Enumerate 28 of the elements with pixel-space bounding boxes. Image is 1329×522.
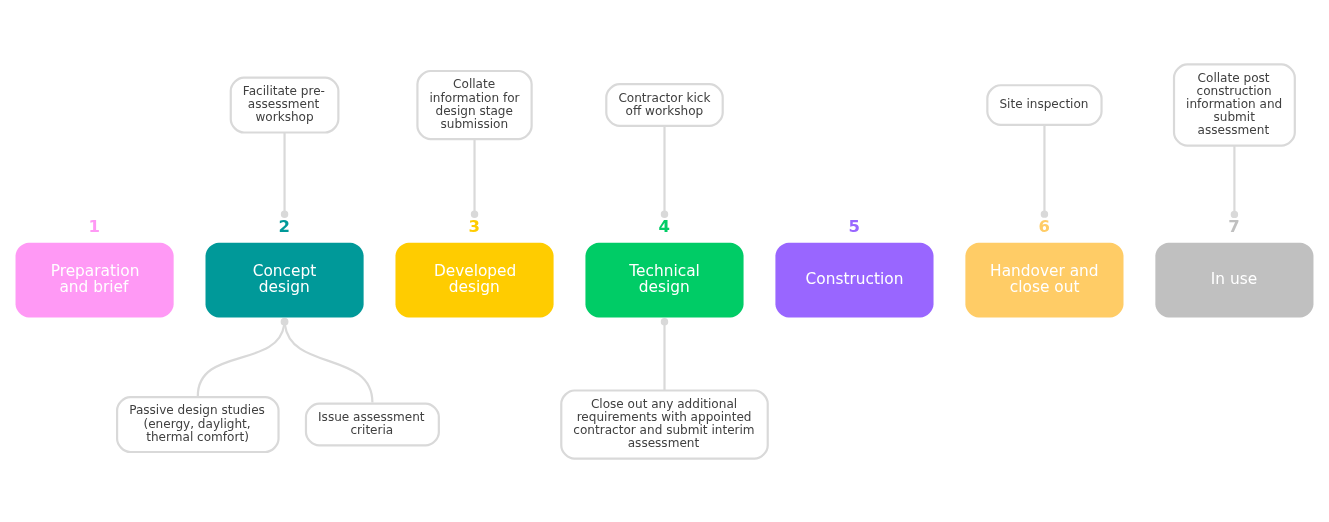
node-box: Construction <box>775 242 934 317</box>
connector <box>660 125 669 218</box>
node-box: Developed design <box>395 242 554 317</box>
node-label: 2 <box>278 216 290 236</box>
node-box: In use <box>1155 242 1314 317</box>
node-box: Close out any additional requirements with appointed contractor and submit interim assessment <box>560 388 769 460</box>
connector <box>280 132 289 218</box>
node-box: Passive design studies (energy, daylight, thermal comfort) <box>116 395 280 453</box>
node-label: 6 <box>1038 216 1050 236</box>
node-box: Contractor kick off workshop <box>605 82 724 127</box>
connector <box>1040 124 1049 218</box>
node-label: 7 <box>1228 216 1240 236</box>
node-box: Site inspection <box>986 83 1103 126</box>
node-box: Preparation and brief <box>15 242 174 317</box>
node-label: 5 <box>848 216 860 236</box>
node-box: Technical design <box>585 242 744 317</box>
node-box: Facilitate pre-assessment workshop <box>229 75 340 134</box>
node-label: 3 <box>468 216 480 236</box>
node-box: Concept design <box>205 242 364 317</box>
node-box: Collate information for design stage submission <box>416 69 533 140</box>
node-box: Collate post construction information and submit assessment <box>1172 62 1296 147</box>
node-label: 1 <box>88 216 101 236</box>
node-label: 4 <box>658 216 670 236</box>
connector <box>470 138 479 218</box>
node-box: Issue assessment criteria <box>304 402 440 447</box>
connector <box>1230 145 1239 218</box>
connector <box>660 317 669 391</box>
node-box: Handover and close out <box>965 242 1124 317</box>
